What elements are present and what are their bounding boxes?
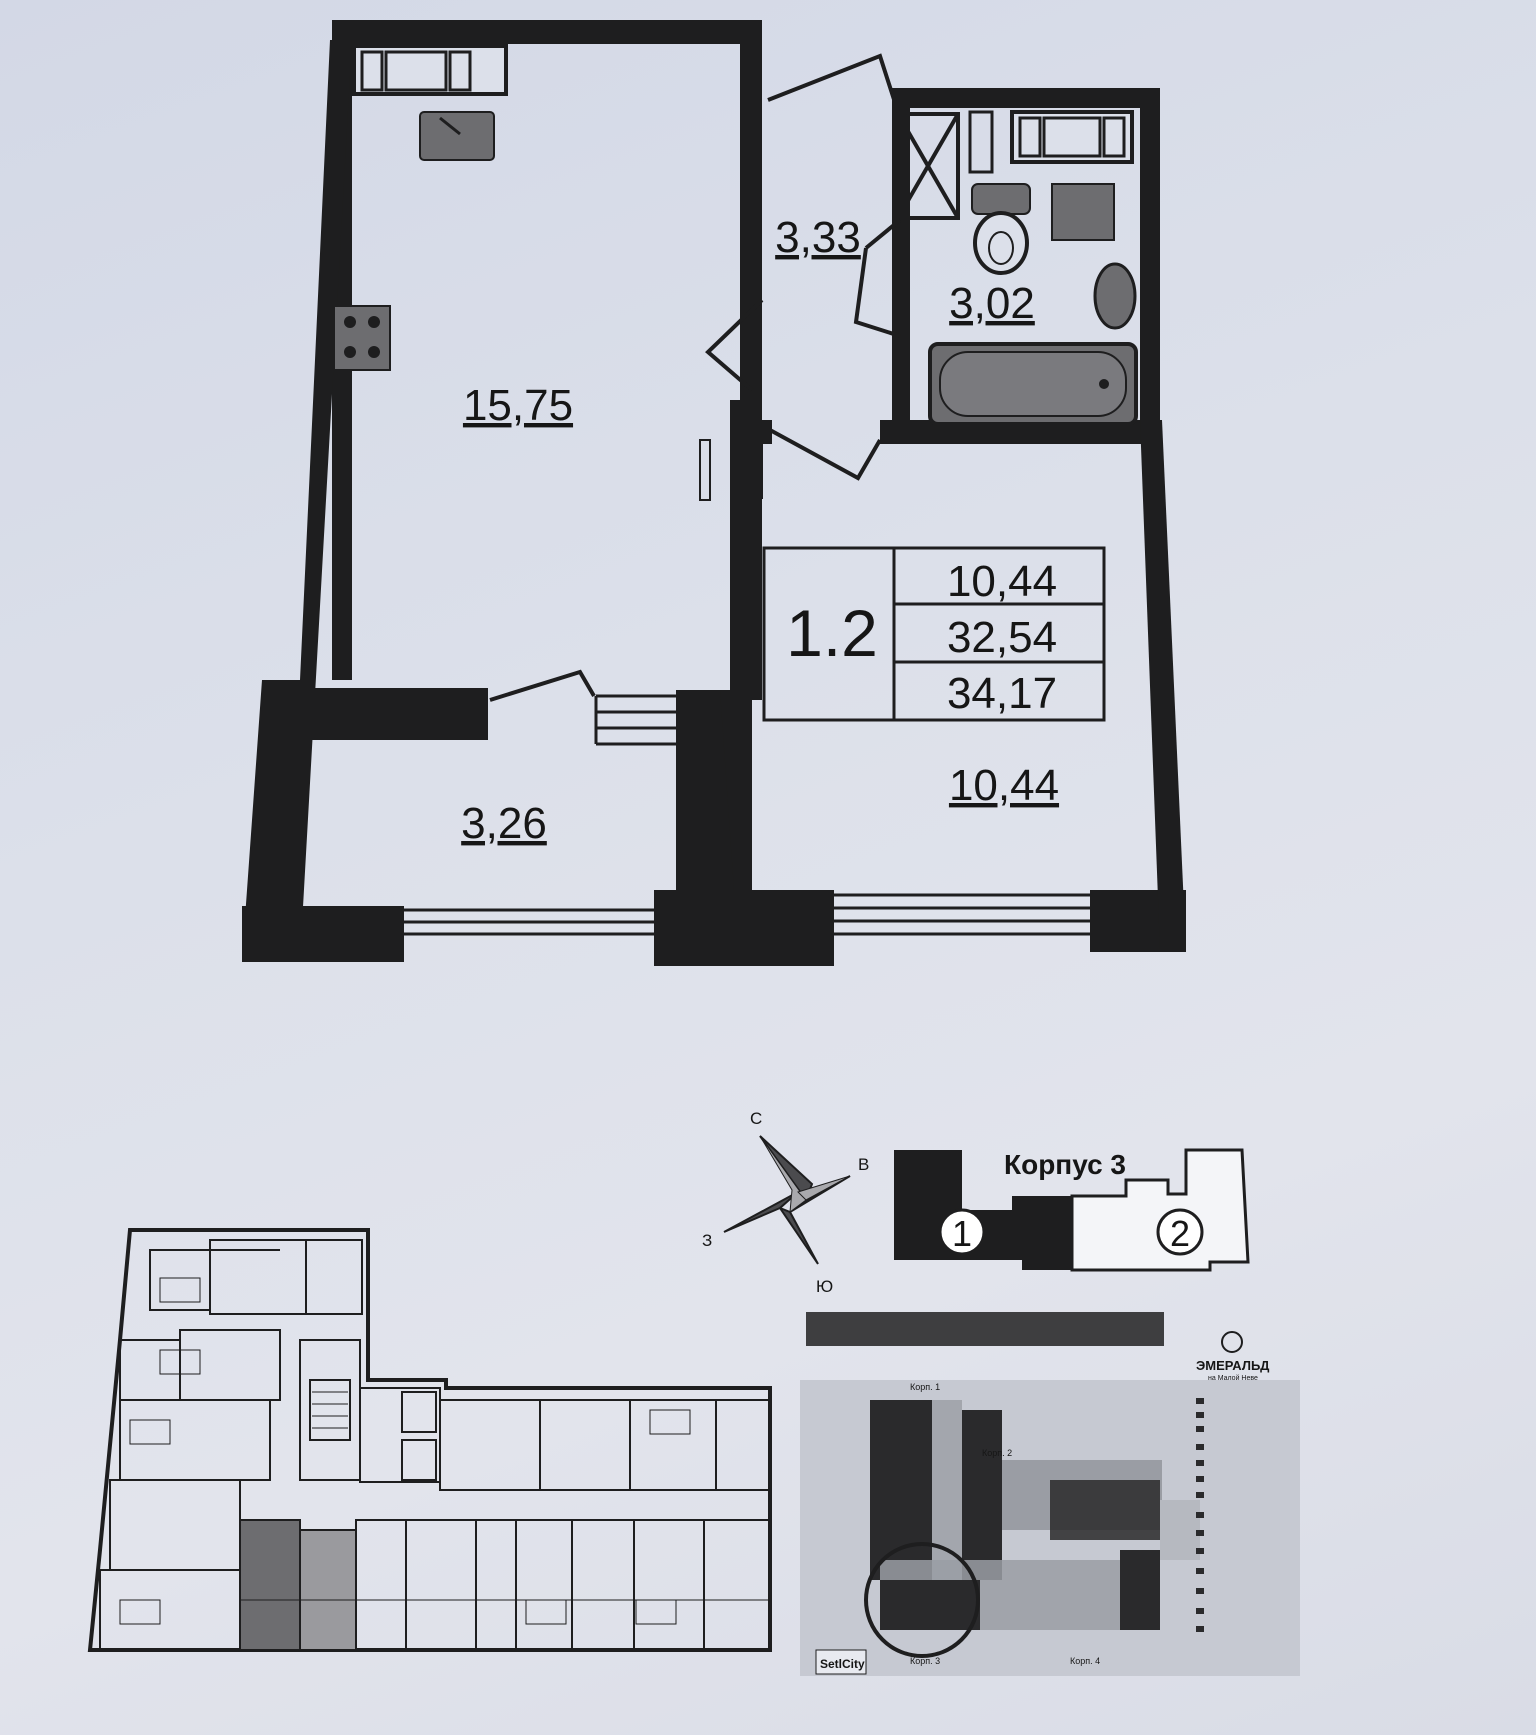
stove (333, 305, 391, 371)
bottom-wall-mid (654, 890, 834, 966)
hallway-stub (746, 420, 772, 444)
section-1-number: 1 (952, 1213, 972, 1254)
site-plan: Корп. 1 Корп. 2 Корп. 3 Корп. 4 SetlCity (800, 1312, 1300, 1676)
site-label-k4: Корп. 4 (1070, 1656, 1100, 1666)
road-bar (806, 1312, 1164, 1346)
balcony-window (404, 908, 654, 936)
brand-subtitle: на Малой Неве (1208, 1374, 1258, 1382)
summary-total-with-balcony: 34,17 (947, 669, 1057, 718)
site-label-k2: Корп. 2 (982, 1448, 1012, 1458)
bathroom-counter (1010, 110, 1134, 164)
compass-north: С (750, 1109, 762, 1128)
summary-living-area: 10,44 (947, 557, 1057, 606)
section-2-number: 2 (1170, 1213, 1190, 1254)
site-legend (1196, 1398, 1204, 1632)
site-label-k1: Корп. 1 (910, 1382, 940, 1392)
kitchen-fixtures (333, 44, 508, 371)
kitchen-counter (352, 44, 508, 96)
central-wall (720, 400, 752, 890)
compass: С В Ю З (702, 1109, 869, 1296)
apartment-summary-table (762, 546, 1106, 722)
apartment-number: 1.2 (786, 596, 878, 670)
highlight-circle (864, 1542, 980, 1658)
compass-south: Ю (816, 1277, 833, 1296)
building-key: 1 2 Корпус 3 (894, 1148, 1250, 1272)
toilet-bowl (973, 211, 1029, 275)
kitchen-walls (332, 20, 762, 700)
bathroom-area: 3,02 (949, 279, 1035, 328)
brand-name: ЭМЕРАЛЬД (1196, 1358, 1270, 1373)
balcony-door-threshold (594, 694, 676, 746)
floor-plan-overview (87, 1228, 772, 1652)
kitchen-sink (419, 111, 495, 161)
toilet-tank (971, 183, 1031, 215)
compass-east: В (858, 1155, 869, 1174)
balcony-partition (262, 688, 488, 740)
doors (489, 53, 902, 702)
bedroom-area: 10,44 (949, 761, 1059, 810)
apartment-plan: 1.2 10,44 32,54 34,17 15,75 3,33 3,02 3,… (242, 20, 1186, 966)
right-wall (1140, 420, 1186, 952)
bottom-wall-left (242, 906, 404, 962)
summary-total-area: 32,54 (947, 613, 1057, 662)
brand-emblem (1221, 1331, 1243, 1353)
bathroom-fixtures (928, 110, 1138, 426)
compass-west: З (702, 1231, 712, 1250)
site-label-k3: Корп. 3 (910, 1656, 940, 1666)
kitchen-area: 15,75 (463, 381, 573, 430)
bathroom-sink (1093, 262, 1137, 330)
washing-machine (1051, 183, 1115, 241)
hallway-area: 3,33 (775, 213, 861, 262)
bedroom-window (834, 893, 1090, 936)
setl-city-logo: SetlCity (820, 1657, 865, 1671)
wall-marks (699, 437, 763, 501)
ventilation-shaft (896, 112, 960, 220)
building-title: Корпус 3 (1004, 1149, 1126, 1180)
balcony-area: 3,26 (461, 799, 547, 848)
